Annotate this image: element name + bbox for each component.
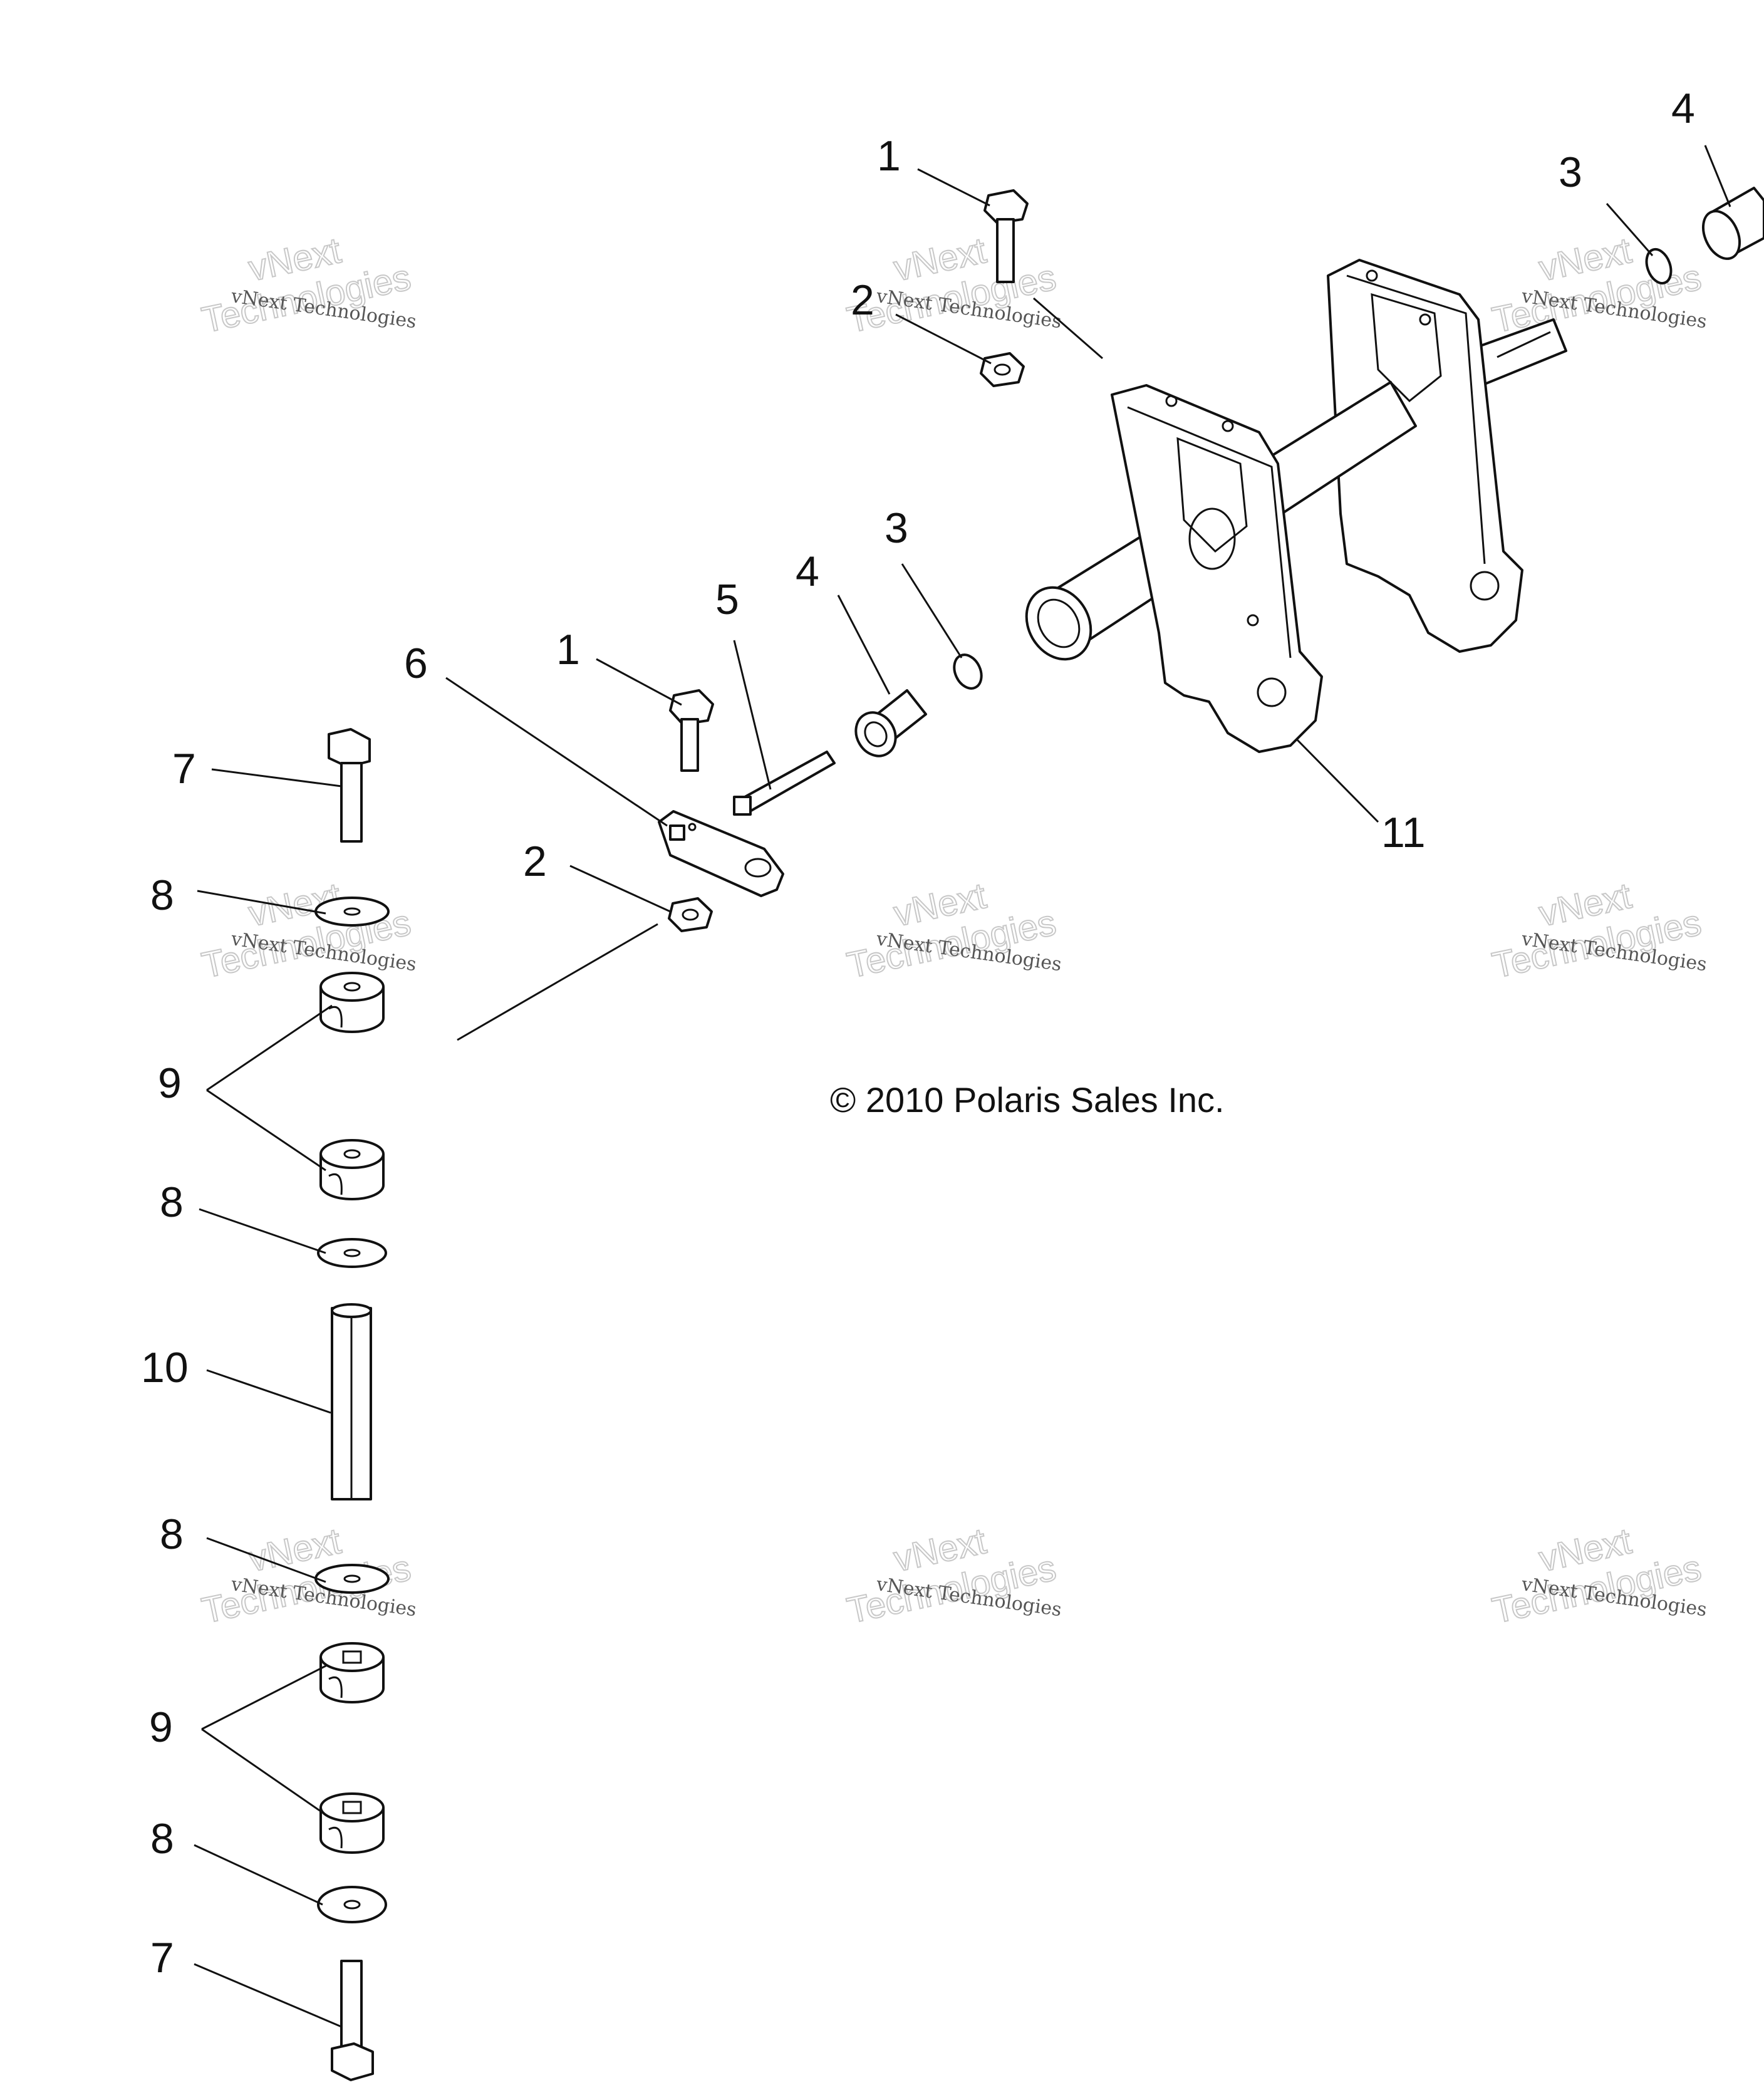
callout-8-d: 8 (150, 1815, 174, 1863)
washer-b (317, 1238, 387, 1268)
washer-d (317, 1886, 387, 1923)
washer-c (314, 1564, 390, 1594)
callout-10: 10 (141, 1344, 189, 1391)
front-bracket-hole (1257, 677, 1287, 707)
callout-8-b: 8 (160, 1178, 184, 1226)
bolt-mid (669, 689, 714, 772)
callout-2-mid: 2 (523, 838, 547, 885)
callout-4-top: 4 (1671, 85, 1695, 132)
callout-4-mid: 4 (796, 548, 819, 595)
grommet-d (319, 1792, 385, 1854)
washer-a (314, 897, 390, 927)
callout-9-bottom: 9 (149, 1703, 173, 1751)
o-ring-top-right (1645, 247, 1673, 285)
rear-bracket-hole (1470, 571, 1500, 601)
bolt-top-right (983, 189, 1029, 283)
front-bracket-window (1176, 437, 1248, 553)
square-shaft (733, 751, 836, 816)
rear-bracket-edge (1346, 274, 1486, 564)
callout-3-top: 3 (1559, 148, 1582, 196)
copyright-notice: © 2010 Polaris Sales Inc. (830, 1080, 1225, 1120)
callout-1-mid: 1 (556, 626, 580, 673)
callout-6: 6 (404, 640, 428, 687)
callout-1-top: 1 (877, 132, 901, 180)
nut-top-right (980, 352, 1025, 387)
grommet-a (319, 972, 385, 1033)
callout-8-a: 8 (150, 871, 174, 919)
shift-arm (658, 810, 784, 897)
bolt-stack-bottom (331, 1960, 374, 2081)
callout-7-bottom: 7 (150, 1934, 174, 1982)
rear-bracket-window (1371, 293, 1442, 403)
front-bracket-boss (1188, 507, 1236, 570)
callout-3-mid: 3 (885, 504, 908, 552)
grommet-b (319, 1139, 385, 1200)
callout-8-c: 8 (160, 1510, 184, 1558)
grommet-c (319, 1642, 385, 1703)
leader-lines (194, 145, 1731, 2028)
callout-9-top: 9 (158, 1059, 182, 1107)
nut-mid (668, 897, 713, 932)
pivot-bracket-assembly (1025, 259, 1567, 753)
bushing-top-right (1701, 187, 1764, 260)
o-ring-mid (953, 653, 983, 690)
hex-spacer (331, 1303, 372, 1500)
callout-11: 11 (1381, 809, 1426, 856)
callout-2-top: 2 (851, 276, 874, 324)
bushing-mid (854, 689, 927, 757)
bolt-stack-top (328, 728, 371, 843)
callout-5: 5 (715, 576, 739, 623)
callout-7-top: 7 (172, 745, 196, 793)
front-bracket-edge (1127, 406, 1292, 658)
